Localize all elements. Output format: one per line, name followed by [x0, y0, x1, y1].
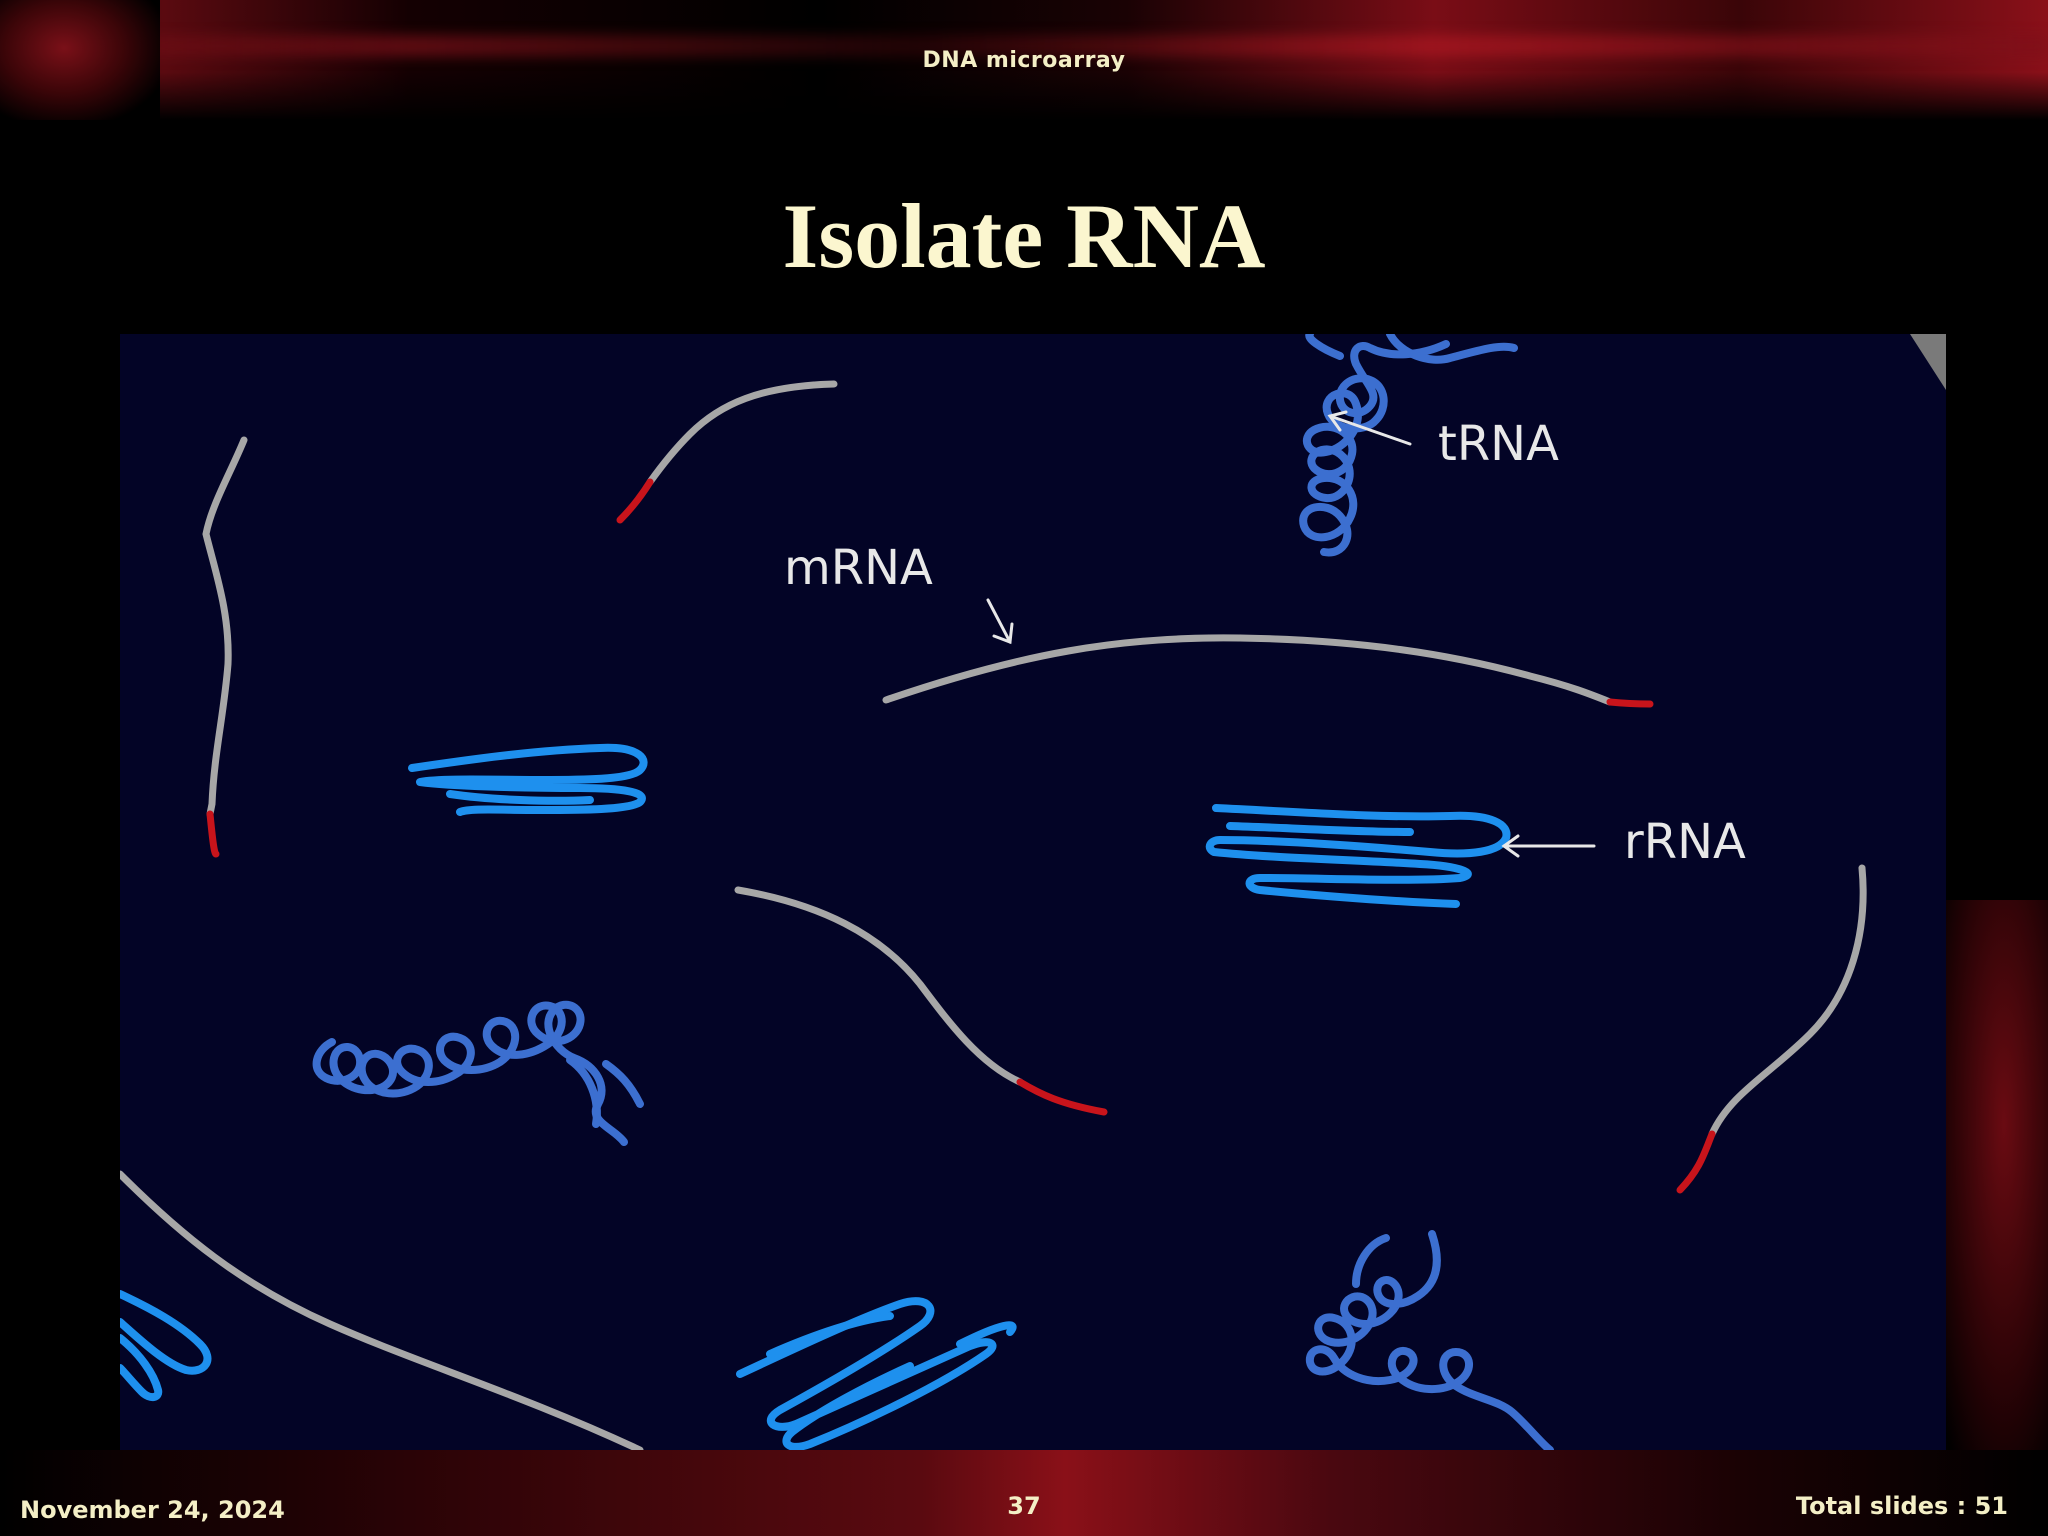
mrna-cap [616, 478, 654, 524]
presentation-header: DNA microarray [922, 48, 1126, 73]
mrna-cap [1676, 1130, 1716, 1194]
mrna-cap [1606, 698, 1654, 708]
rna-drawing [120, 334, 1946, 1450]
mrna-strand [202, 436, 248, 818]
trna-molecule [1386, 334, 1518, 364]
mrna-label: mRNA [784, 540, 933, 596]
rrna-molecule [956, 1321, 1017, 1348]
mrna-arrow [986, 598, 1012, 644]
rrna-label: rRNA [1624, 814, 1746, 870]
trna-molecule [312, 1000, 628, 1146]
rna-illustration: tRNA mRNA rRNA [120, 334, 1946, 1450]
corner-decoration [0, 0, 160, 120]
rrna-molecule [766, 1312, 894, 1358]
trna-molecule [1352, 1234, 1390, 1288]
mrna-strand [882, 634, 1614, 706]
mrna-strand [1708, 864, 1867, 1138]
trna-molecule [566, 1056, 601, 1128]
rrna-molecule [120, 1334, 163, 1401]
corner-fold [1910, 334, 1946, 390]
trna-molecule [602, 1060, 644, 1108]
rrna-molecule [446, 790, 594, 805]
footer-date: November 24, 2024 [20, 1496, 285, 1524]
header-band [0, 0, 2048, 120]
rrna-molecule [408, 743, 648, 816]
side-decoration [1938, 900, 2048, 1460]
rrna-molecule [1226, 822, 1414, 836]
trna-molecule [1305, 334, 1344, 360]
mrna-cap [206, 810, 220, 858]
trna-arrow-head [1327, 410, 1348, 432]
rrna-arrow-head [1501, 834, 1520, 858]
rrna-molecule [120, 1290, 212, 1375]
trna-arrow [1328, 414, 1412, 446]
total-slides: Total slides : 51 [1795, 1492, 2008, 1520]
mrna-strand [734, 886, 1024, 1086]
trna-molecule [1305, 1230, 1554, 1450]
trna-label: tRNA [1438, 416, 1559, 472]
slide-title: Isolate RNA [782, 185, 1266, 287]
slide-number: 37 [1007, 1492, 1041, 1520]
mrna-strand [646, 380, 838, 486]
mrna-strand [120, 1170, 644, 1450]
trna-molecule [1299, 340, 1450, 557]
rrna-molecule [736, 1297, 997, 1450]
mrna-arrow-head [992, 622, 1014, 645]
footer-band [0, 1450, 2048, 1536]
rrna-molecule [1205, 804, 1511, 908]
mrna-cap [1016, 1078, 1108, 1116]
